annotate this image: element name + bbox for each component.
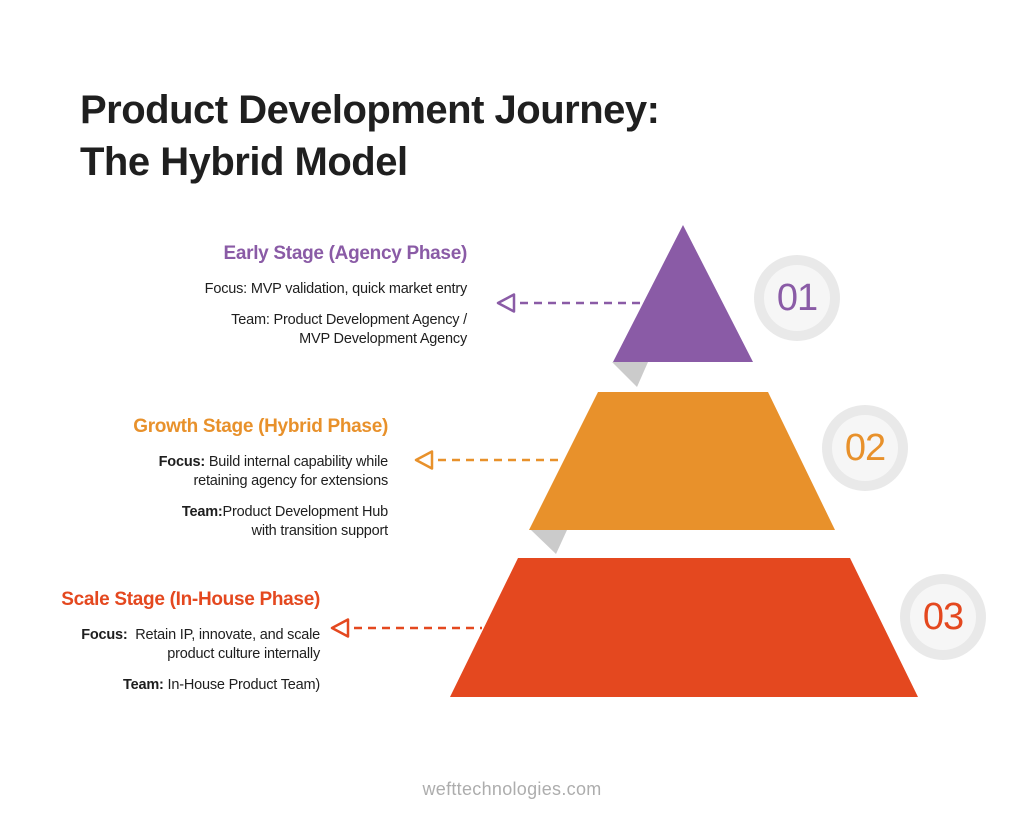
pyramid-segment-early	[613, 225, 753, 362]
arrowhead-left-icon-stage3	[330, 618, 350, 638]
stage2-text-block: Growth Stage (Hybrid Phase) Focus: Build…	[133, 415, 388, 541]
arrowhead-left-icon-stage2	[414, 450, 434, 470]
stage3-team-line1: Team: In-House Product Team)	[123, 677, 320, 693]
stage3-team-label: Team:	[123, 677, 164, 693]
arrowhead-left-icon-stage1	[496, 293, 516, 313]
fold-shadow-stage2	[531, 530, 567, 554]
pyramid-segment-scale	[450, 558, 918, 697]
pyramid-segment-growth	[529, 392, 835, 530]
stage1-team-line1: Team: Product Development Agency /	[231, 312, 467, 328]
page-title: Product Development Journey: The Hybrid M…	[80, 84, 660, 188]
stage2-team-line2: with transition support	[251, 523, 389, 539]
stage1-text-block: Early Stage (Agency Phase) Focus: MVP va…	[204, 242, 468, 349]
stage1-number: 01	[764, 265, 830, 331]
stage3-focus-line2: product culture internally	[167, 646, 320, 662]
stage3-number: 03	[910, 584, 976, 650]
stage3-focus-line1: Focus: Retain IP, innovate, and scale	[81, 627, 320, 643]
stage2-focus-line1: Focus: Build internal capability while	[158, 454, 389, 470]
stage1-focus-line1: Focus: MVP validation, quick market entr…	[204, 281, 468, 297]
stage1-number-badge: 01	[754, 255, 840, 341]
stage3-text-block: Scale Stage (In-House Phase) Focus: Reta…	[61, 588, 320, 695]
page-title-line2: The Hybrid Model	[80, 140, 408, 184]
stage2-focus-label: Focus:	[158, 454, 206, 470]
stage2-focus-line2: retaining agency for extensions	[193, 473, 388, 489]
stage2-number-badge: 02	[822, 405, 908, 491]
website-url: wefttechnologies.com	[422, 779, 602, 799]
fold-shadow-stage1	[612, 362, 648, 387]
page-title-line1: Product Development Journey:	[80, 88, 660, 132]
stage2-team-label: Team:	[181, 504, 223, 520]
stage1-team-line2: MVP Development Agency	[299, 331, 467, 347]
stage2-title: Growth Stage (Hybrid Phase)	[133, 416, 388, 437]
stage1-title: Early Stage (Agency Phase)	[223, 243, 467, 264]
stage1-focus-label: Focus:	[204, 281, 248, 297]
stage3-title: Scale Stage (In-House Phase)	[61, 589, 320, 610]
stage2-team-line1: Team:Product Development Hub	[181, 504, 388, 520]
stage1-team-label: Team:	[231, 312, 270, 328]
stage3-number-badge: 03	[900, 574, 986, 660]
stage2-number: 02	[832, 415, 898, 481]
stage3-focus-label: Focus:	[81, 627, 128, 643]
